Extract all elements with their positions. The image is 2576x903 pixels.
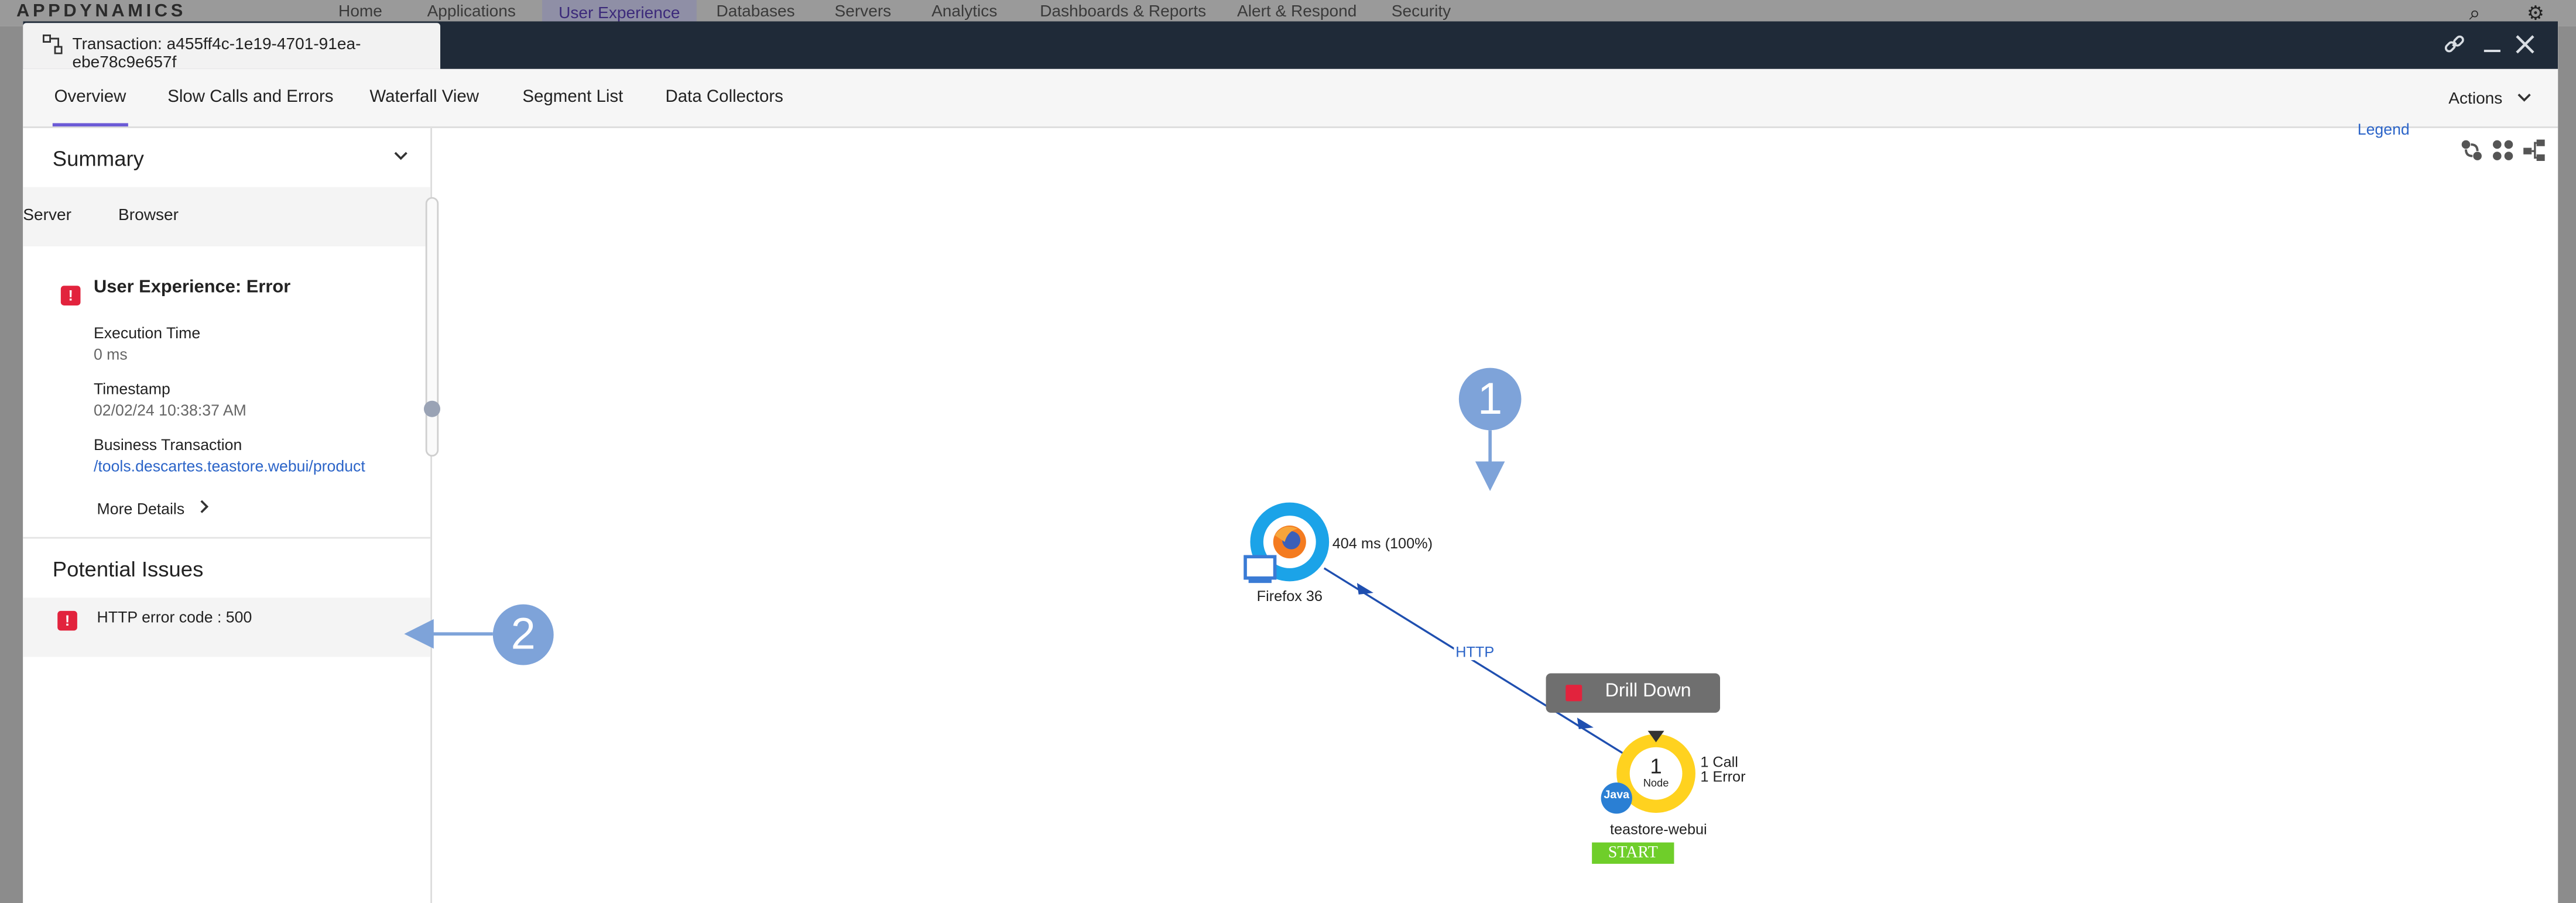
tab-overview[interactable]: Overview xyxy=(52,87,128,127)
more-details-label: More Details xyxy=(97,500,185,519)
transaction-icon xyxy=(42,34,63,54)
legend-link[interactable]: Legend xyxy=(2357,121,2410,140)
tab-data-collectors[interactable]: Data Collectors xyxy=(665,87,783,107)
nav-servers[interactable]: Servers xyxy=(834,3,892,22)
drill-down-label: Drill Down xyxy=(1605,681,1691,702)
gear-icon[interactable]: ⚙ xyxy=(2526,1,2545,25)
zoom-slider-track[interactable] xyxy=(425,197,439,457)
drilldown-pointer xyxy=(1647,730,1664,743)
nav-home[interactable]: Home xyxy=(338,3,382,22)
browser-device-icon xyxy=(1244,555,1277,580)
error-icon: ! xyxy=(60,286,81,305)
grid-layout-icon[interactable] xyxy=(2491,138,2515,163)
execution-time-label: Execution Time xyxy=(93,325,201,344)
nav-security[interactable]: Security xyxy=(1391,3,1451,22)
nav-alert-respond[interactable]: Alert & Respond xyxy=(1237,3,1357,22)
tier-calls: 1 Call xyxy=(1700,754,1738,771)
subtab-browser[interactable]: Browser xyxy=(118,207,179,225)
error-icon: ! xyxy=(57,610,77,631)
node-count: 1 xyxy=(1650,754,1662,779)
nav-analytics[interactable]: Analytics xyxy=(931,3,998,22)
link-icon[interactable] xyxy=(2443,33,2466,56)
modal-titlebar: Transaction: a455ff4c-1e19-4701-91ea-ebe… xyxy=(23,21,2558,72)
tab-waterfall-view[interactable]: Waterfall View xyxy=(369,87,479,107)
summary-heading: User Experience: Error xyxy=(93,277,291,297)
issue-text: HTTP error code : 500 xyxy=(97,609,252,627)
callout-2: 2 xyxy=(492,604,554,665)
background-right-edge xyxy=(2558,26,2576,903)
transaction-modal: Transaction: a455ff4c-1e19-4701-91ea-ebe… xyxy=(23,21,2558,903)
java-icon xyxy=(1601,782,1632,814)
business-transaction-label: Business Transaction xyxy=(93,437,242,455)
timestamp-label: Timestamp xyxy=(93,381,170,399)
actions-label: Actions xyxy=(2448,90,2503,109)
background-sidebar xyxy=(0,26,23,903)
browser-label: Firefox 36 xyxy=(1256,588,1323,605)
actions-button[interactable]: Actions xyxy=(2448,90,2532,108)
tab-segment-list[interactable]: Segment List xyxy=(522,87,624,107)
hierarchy-layout-icon[interactable] xyxy=(2522,138,2546,163)
auto-layout-icon[interactable] xyxy=(2459,138,2484,163)
potential-issues-title: Potential Issues xyxy=(52,557,204,582)
tier-errors: 1 Error xyxy=(1700,768,1746,785)
summary-panel: Summary Server Browser ! User Experience… xyxy=(23,128,433,903)
nav-applications[interactable]: Applications xyxy=(427,3,516,22)
tier-label: teastore-webui xyxy=(1609,821,1707,838)
close-icon[interactable] xyxy=(2513,33,2536,56)
chevron-right-icon xyxy=(200,500,209,513)
browser-node[interactable] xyxy=(1244,502,1330,583)
callout-1: 1 xyxy=(1458,368,1522,431)
business-transaction-link[interactable]: /tools.descartes.teastore.webui/product xyxy=(93,458,365,476)
more-details-link[interactable]: More Details xyxy=(97,499,211,519)
http-edge-arrow-icon xyxy=(1577,717,1594,729)
chevron-down-icon[interactable] xyxy=(394,149,407,162)
subtab-server[interactable]: Server xyxy=(23,207,71,225)
drill-down-button[interactable]: Drill Down xyxy=(1546,673,1721,713)
app-logo: APPDYNAMICS xyxy=(16,1,186,22)
summary-title: Summary xyxy=(52,146,144,171)
zoom-slider-handle[interactable] xyxy=(423,400,441,417)
nav-databases[interactable]: Databases xyxy=(716,3,795,22)
flow-map-canvas xyxy=(432,128,2558,903)
browser-timing: 404 ms (100%) xyxy=(1332,535,1433,552)
minimize-icon[interactable] xyxy=(2481,33,2503,56)
timestamp-value: 02/02/24 10:38:37 AM xyxy=(93,402,246,421)
chevron-down-icon xyxy=(2517,94,2531,102)
error-icon xyxy=(1566,685,1582,702)
transaction-title-tab: Transaction: a455ff4c-1e19-4701-91ea-ebe… xyxy=(23,23,441,72)
tab-slow-calls-errors[interactable]: Slow Calls and Errors xyxy=(167,87,334,107)
search-icon[interactable]: ⌕ xyxy=(2469,1,2481,25)
http-edge-label: HTTP xyxy=(1454,643,1496,661)
issue-row[interactable]: ! HTTP error code : 500 xyxy=(23,598,431,657)
summary-subtabs: Server Browser xyxy=(23,187,431,246)
modal-tab-bar: Overview Slow Calls and Errors Waterfall… xyxy=(23,68,2558,128)
nav-dashboards-reports[interactable]: Dashboards & Reports xyxy=(1040,3,1207,22)
execution-time-value: 0 ms xyxy=(93,346,128,365)
http-edge[interactable] xyxy=(1323,567,1627,757)
http-edge-arrow-icon xyxy=(1356,583,1373,595)
start-badge: START xyxy=(1592,842,1674,864)
java-label: Java xyxy=(1604,789,1630,802)
node-unit: Node xyxy=(1643,778,1669,790)
